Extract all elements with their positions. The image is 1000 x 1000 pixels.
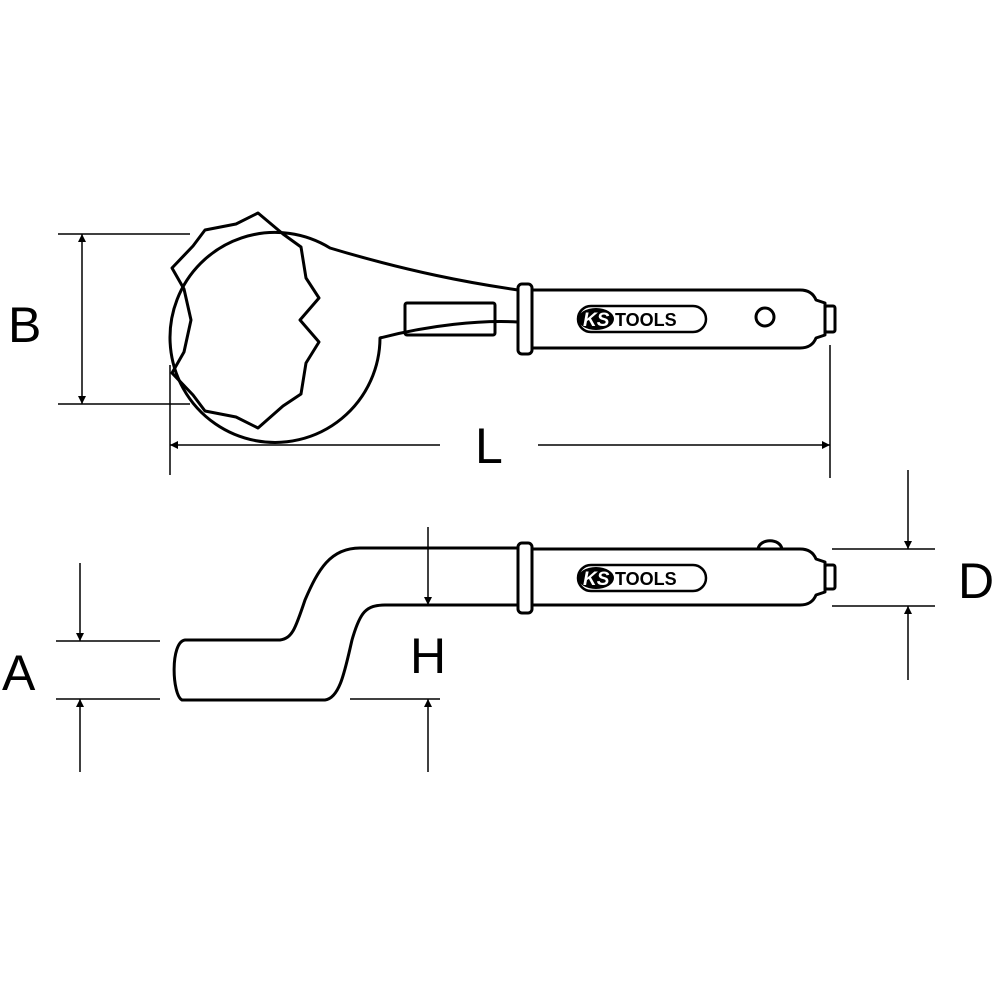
logo-ks-background <box>578 308 614 330</box>
handle-body <box>532 288 827 350</box>
dimension-label-A: A <box>2 645 36 701</box>
handle-end-cap <box>823 304 837 334</box>
dimension-label-H: H <box>410 628 446 684</box>
dimension-label-B: B <box>8 297 41 353</box>
neck-slot <box>403 301 497 337</box>
side-logo-ks-background <box>578 567 614 589</box>
dimension-label-D: D <box>958 553 994 609</box>
handle-collar <box>516 282 534 356</box>
top-view <box>168 211 837 444</box>
side-logo-tools-text: TOOLS <box>615 569 677 589</box>
side-view <box>172 539 837 702</box>
handle-hole <box>754 306 776 328</box>
side-handle-body <box>532 547 827 607</box>
offset-head-outline <box>172 546 518 702</box>
side-handle-collar <box>516 541 534 615</box>
ring-head-outline <box>168 230 520 444</box>
side-handle-end-cap <box>823 563 837 591</box>
side-handle-button <box>756 539 784 550</box>
dimension-label-L: L <box>475 418 503 474</box>
ring-socket <box>170 211 321 430</box>
logo-tools-text: TOOLS <box>615 310 677 330</box>
dimension-lines <box>56 233 935 772</box>
side-logo-ks-text: KS <box>583 569 610 590</box>
logo-ks-text: KS <box>583 310 610 331</box>
